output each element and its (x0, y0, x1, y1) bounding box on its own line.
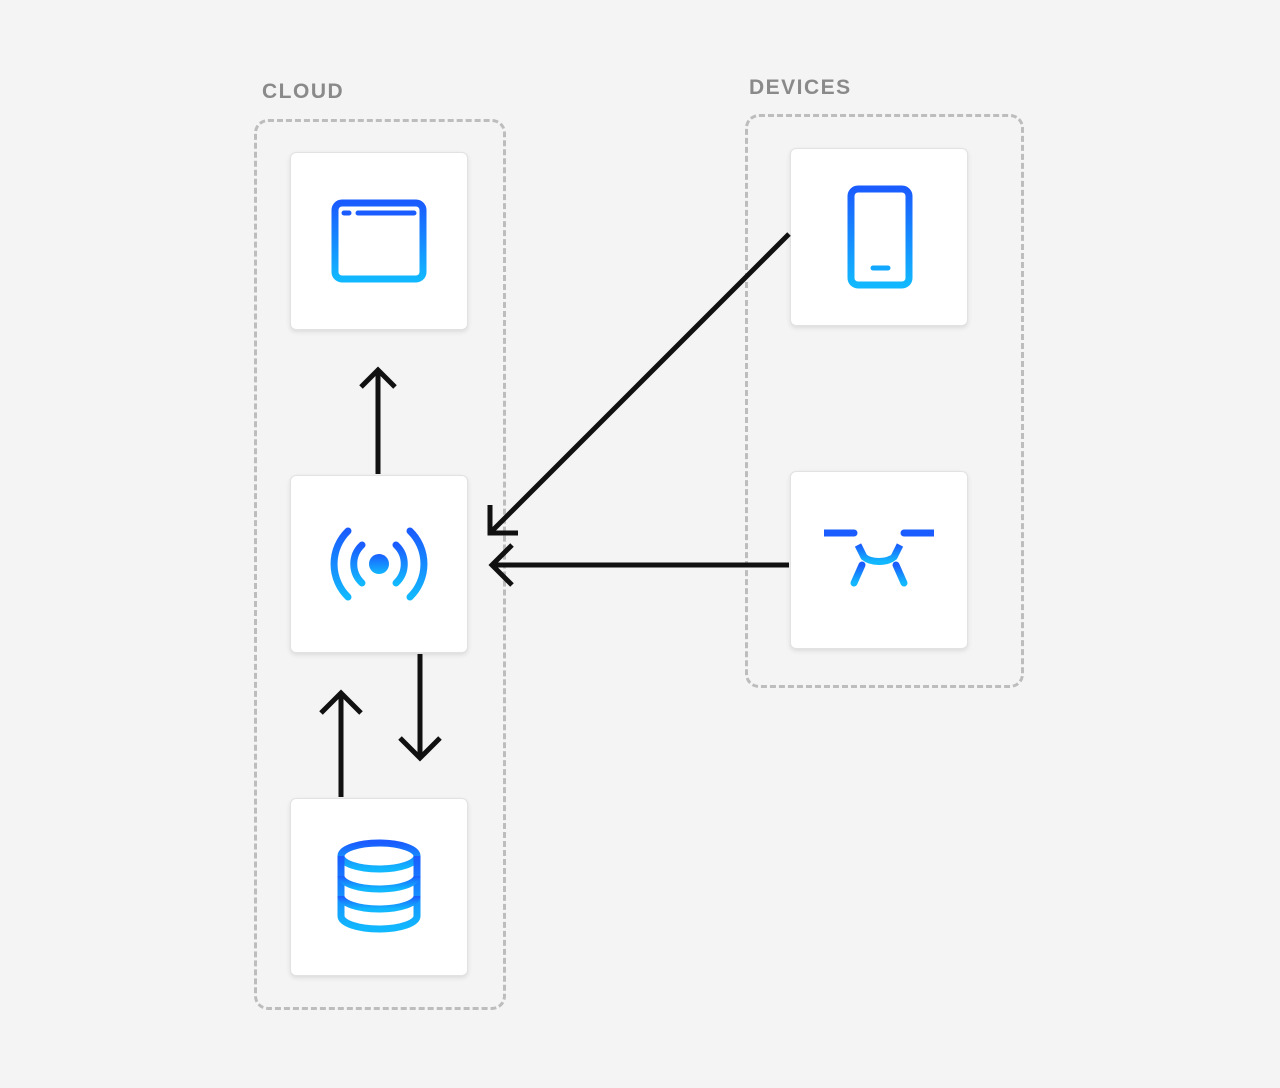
cloud-group-label: CLOUD (262, 80, 345, 103)
drone-icon (824, 529, 934, 587)
broadcast-signal-icon (330, 527, 428, 601)
browser-window-icon (331, 199, 427, 283)
phone-node[interactable] (790, 148, 968, 326)
iot-gateway-node[interactable] (290, 475, 468, 653)
database-icon (337, 839, 421, 933)
drone-node[interactable] (790, 471, 968, 649)
web-app-node[interactable] (290, 152, 468, 330)
database-node[interactable] (290, 798, 468, 976)
devices-group-label: DEVICES (749, 76, 852, 99)
smartphone-icon (847, 185, 913, 289)
